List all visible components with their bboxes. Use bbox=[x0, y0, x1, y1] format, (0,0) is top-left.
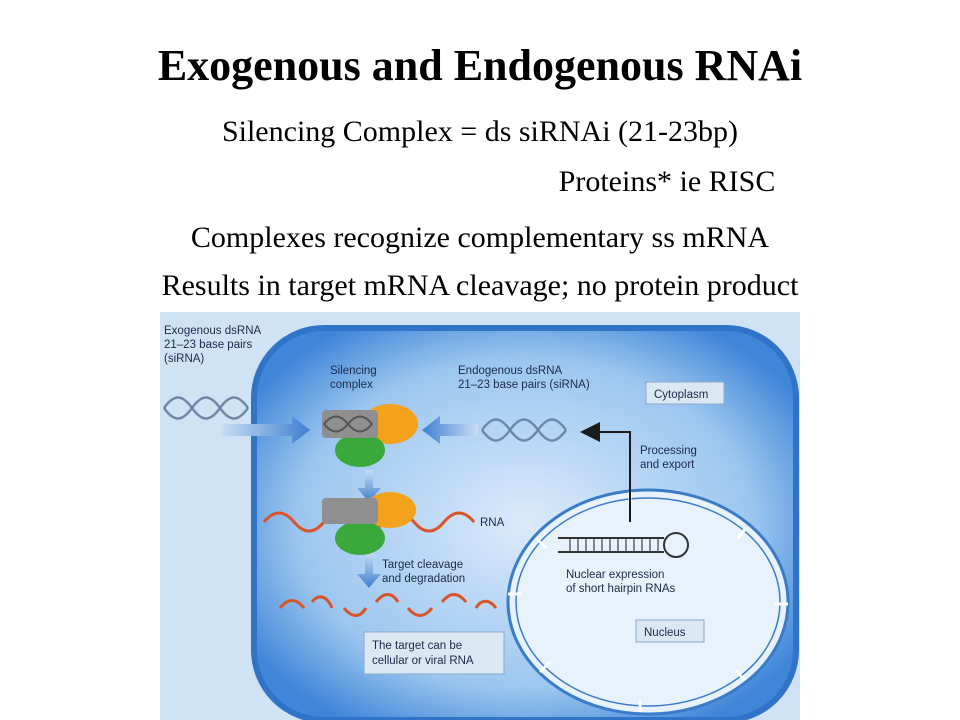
text-line-proteins: Proteins* ie RISC bbox=[558, 165, 776, 198]
label-endogenous-2: 21–23 base pairs (siRNA) bbox=[458, 379, 590, 391]
slide-title: Exogenous and Endogenous RNAi bbox=[157, 41, 803, 90]
label-processing-2: and export bbox=[640, 459, 695, 471]
exogenous-arrow bbox=[222, 416, 310, 444]
nucleus-label-box bbox=[635, 619, 705, 643]
label-exogenous-2: 21–23 base pairs bbox=[164, 339, 252, 351]
label-nuclear-2: of short hairpin RNAs bbox=[566, 583, 676, 595]
hairpin-rna bbox=[558, 532, 689, 558]
nucleus-envelope bbox=[506, 488, 790, 716]
label-cleavage-1: Target cleavage bbox=[382, 559, 463, 571]
label-target-1: The target can be bbox=[372, 640, 462, 652]
text-line-results: Results in target mRNA cleavage; no prot… bbox=[161, 269, 799, 302]
cleaved-mrna-fragments bbox=[278, 593, 498, 617]
cytoplasm-label-box bbox=[645, 381, 725, 405]
endogenous-arrow bbox=[422, 416, 478, 444]
silencing-complex-on-mrna bbox=[322, 492, 416, 555]
label-target-2: cellular or viral RNA bbox=[372, 655, 474, 667]
text-line-silencing-complex: Silencing Complex = ds siRNAi (21-23bp) bbox=[221, 115, 739, 148]
exogenous-dsrna-helix bbox=[163, 396, 249, 420]
down-arrow-to-cleavage bbox=[357, 552, 381, 588]
label-rna: RNA bbox=[480, 517, 505, 529]
rnai-figure: Exogenous dsRNA 21–23 base pairs (siRNA)… bbox=[160, 312, 800, 720]
processing-export-arrow bbox=[580, 422, 631, 522]
label-nucleus: Nucleus bbox=[644, 627, 686, 639]
label-silencing-2: complex bbox=[330, 379, 373, 391]
nucleus-inner-membrane bbox=[515, 497, 781, 707]
target-note-box bbox=[363, 631, 505, 675]
label-cleavage-2: and degradation bbox=[382, 573, 465, 585]
label-cytoplasm: Cytoplasm bbox=[654, 389, 708, 401]
down-arrow-to-rna bbox=[357, 470, 381, 502]
endogenous-dsrna-helix bbox=[481, 418, 567, 442]
silencing-complex bbox=[322, 404, 418, 467]
label-exogenous-1: Exogenous dsRNA bbox=[164, 325, 261, 337]
label-nuclear-1: Nuclear expression bbox=[566, 569, 664, 581]
label-exogenous-3: (siRNA) bbox=[164, 353, 204, 365]
label-silencing-1: Silencing bbox=[330, 365, 377, 377]
label-processing-1: Processing bbox=[640, 445, 697, 457]
rnai-diagram-svg: Exogenous dsRNA 21–23 base pairs (siRNA)… bbox=[160, 312, 800, 720]
label-endogenous-1: Endogenous dsRNA bbox=[458, 365, 563, 377]
text-line-complexes: Complexes recognize complementary ss mRN… bbox=[190, 221, 770, 254]
